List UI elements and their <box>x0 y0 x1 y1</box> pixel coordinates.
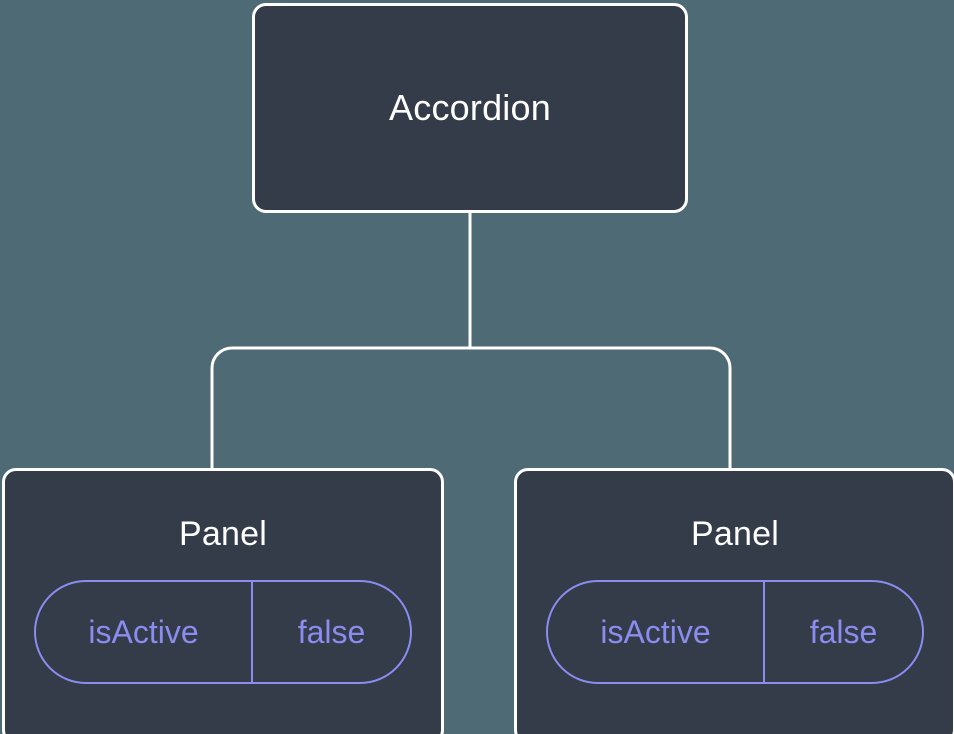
node-accordion-label: Accordion <box>389 87 551 128</box>
node-panel-1[interactable]: Panel isActive false <box>2 468 444 734</box>
edge-branch-right <box>470 346 732 470</box>
node-accordion[interactable]: Accordion <box>252 3 688 213</box>
state-key-label: isActive <box>88 614 199 650</box>
node-panel-2[interactable]: Panel isActive false <box>514 468 954 734</box>
state-pill-panel-2[interactable]: isActive false <box>546 580 924 684</box>
edge-branch-left <box>210 346 470 470</box>
node-panel-2-label: Panel <box>691 515 779 553</box>
state-value-label: false <box>763 582 922 682</box>
node-panel-1-label: Panel <box>179 515 267 553</box>
state-key-label: isActive <box>600 614 711 650</box>
state-pill-panel-1[interactable]: isActive false <box>34 580 412 684</box>
state-value-label: false <box>251 582 410 682</box>
